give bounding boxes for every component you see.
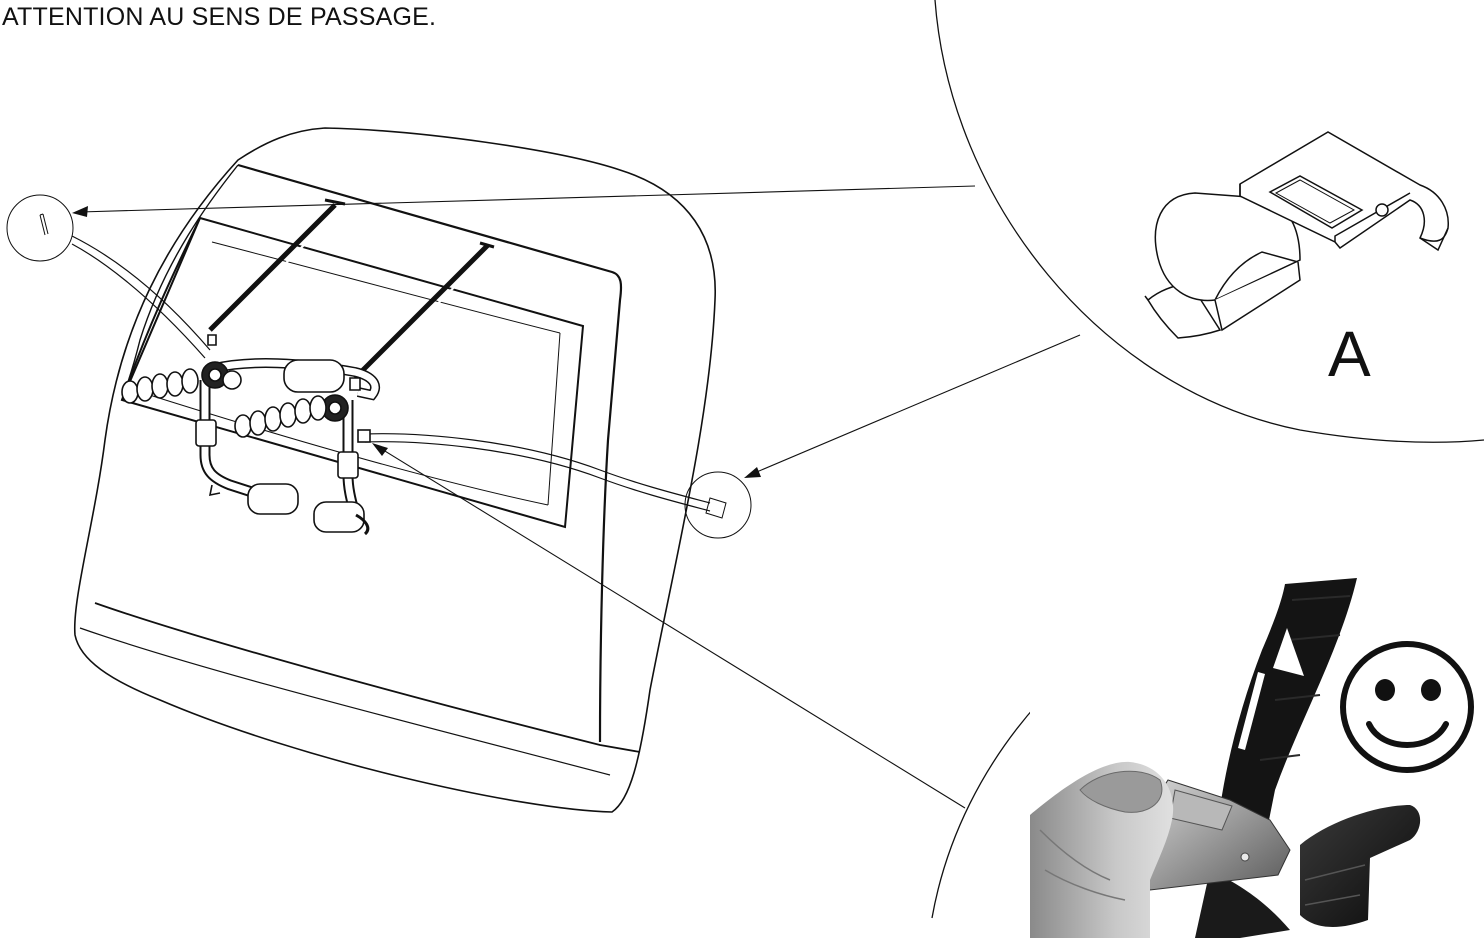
bike-rack xyxy=(121,198,495,536)
hook-detail-circle-right xyxy=(684,471,752,539)
tailgate-outline xyxy=(120,163,623,743)
lower-straps xyxy=(71,235,711,512)
detail-label-a: A xyxy=(1328,318,1371,390)
instruction-caption: ATTENTION AU SENS DE PASSAGE. xyxy=(2,3,437,31)
hook-clip-drawing xyxy=(1144,131,1449,339)
hook-detail-circle-left xyxy=(6,194,74,262)
car-rear-outline xyxy=(73,127,716,813)
leader-lines xyxy=(79,185,1081,809)
strap-buckle-photo xyxy=(1030,520,1484,938)
arrowheads xyxy=(72,206,761,478)
smiley-face-icon xyxy=(1340,641,1474,773)
detail-a-callout xyxy=(934,0,1484,443)
